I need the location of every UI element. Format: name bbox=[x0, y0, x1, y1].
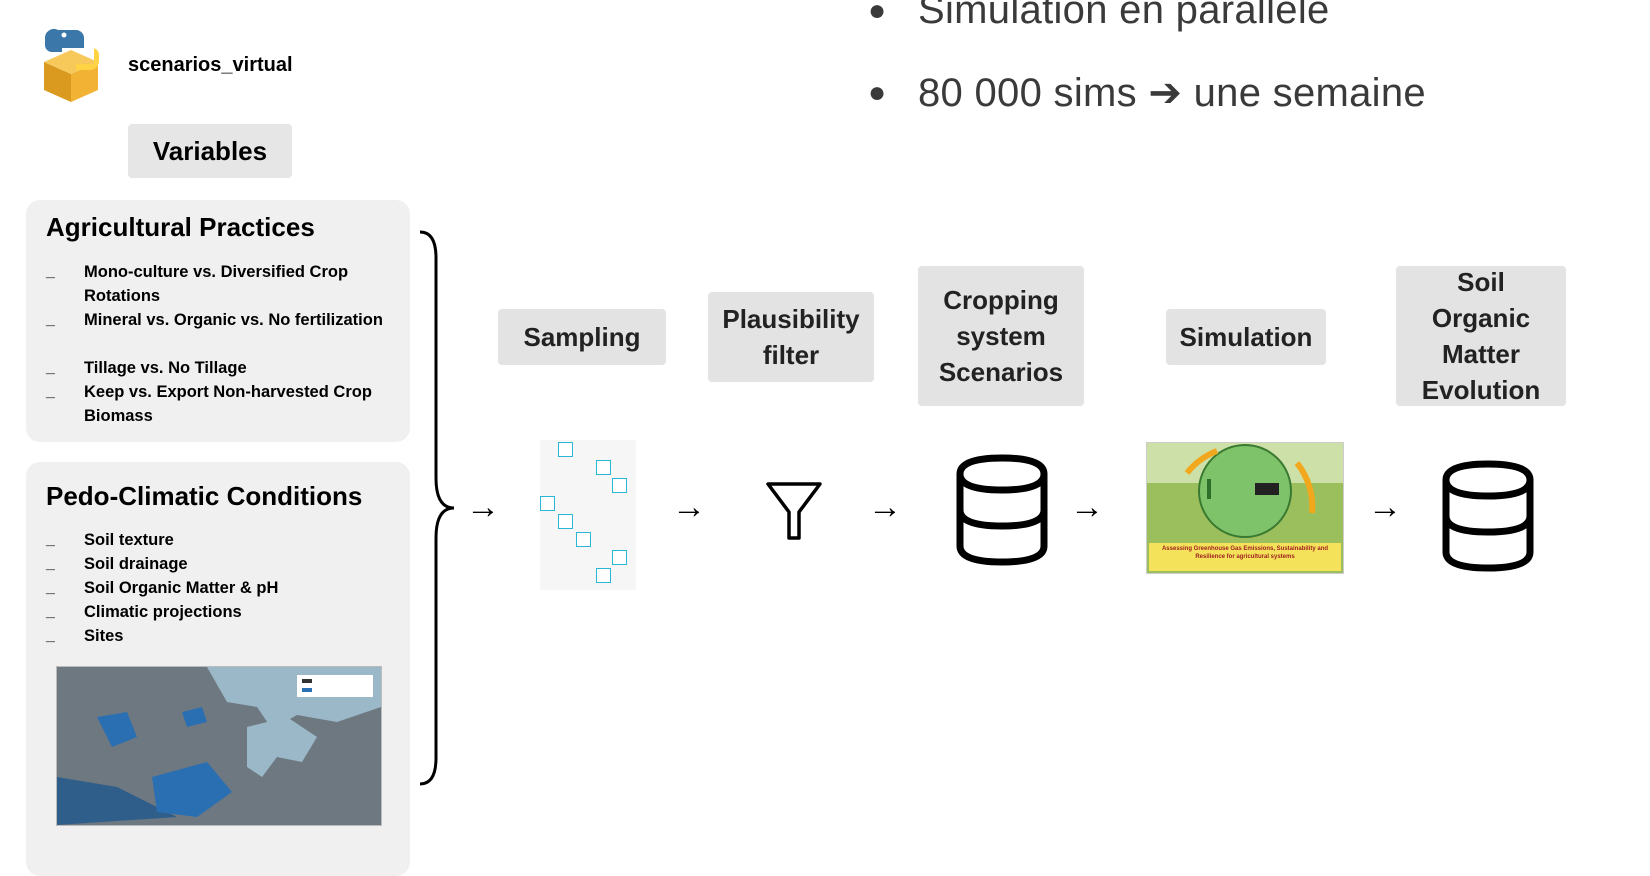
list-dash: _ bbox=[46, 263, 55, 280]
sim-image-caption: Assessing Greenhouse Gas Emissions, Sust… bbox=[1161, 546, 1329, 560]
pedo-climatic-item: Sites bbox=[84, 627, 124, 645]
list-dash: _ bbox=[46, 579, 55, 596]
flow-arrow: → bbox=[672, 488, 706, 526]
flow-arrow: → bbox=[466, 488, 500, 526]
stage-simulation: Simulation bbox=[1166, 309, 1326, 365]
sample-square bbox=[612, 550, 627, 565]
pedo-climatic-item: Climatic projections bbox=[84, 603, 242, 621]
bullet-sims-per-week: ● 80 000 sims ➔ une semaine bbox=[868, 70, 1426, 116]
bullet-parallel-simulation: ● Simulation en parallèle bbox=[868, 0, 1330, 33]
sample-square bbox=[612, 478, 627, 493]
python-package-icon bbox=[44, 29, 99, 102]
flow-arrow: → bbox=[868, 488, 902, 526]
sample-square bbox=[558, 442, 573, 457]
bullet-dot: ● bbox=[868, 0, 887, 27]
list-dash: _ bbox=[46, 603, 55, 620]
project-name: scenarios_virtual bbox=[128, 54, 293, 76]
bullet-dot: ● bbox=[868, 76, 887, 109]
stage-plausibility-filter: Plausibility filter bbox=[708, 292, 874, 382]
stage-cropping-scenarios: Cropping system Scenarios bbox=[918, 266, 1084, 406]
agricultural-practices-title: Agricultural Practices bbox=[46, 212, 315, 242]
pedo-climatic-item: Soil Organic Matter & pH bbox=[84, 579, 279, 597]
database-icon bbox=[956, 454, 1048, 566]
curly-brace-icon bbox=[419, 230, 455, 786]
pedo-climatic-item: Soil drainage bbox=[84, 555, 188, 573]
sample-square bbox=[596, 460, 611, 475]
list-dash: _ bbox=[46, 383, 55, 400]
pedo-climatic-item: Soil texture bbox=[84, 531, 174, 549]
simulation-model-image: Assessing Greenhouse Gas Emissions, Sust… bbox=[1146, 442, 1344, 574]
list-dash: _ bbox=[46, 555, 55, 572]
flow-arrow: → bbox=[1368, 488, 1402, 526]
stage-sampling: Sampling bbox=[498, 309, 666, 365]
bullet-text: 80 000 sims ➔ une semaine bbox=[918, 71, 1426, 115]
agricultural-practices-panel bbox=[26, 200, 410, 442]
list-dash: _ bbox=[46, 627, 55, 644]
list-dash: _ bbox=[46, 359, 55, 376]
sites-map-image bbox=[56, 666, 382, 826]
pedo-climatic-title: Pedo-Climatic Conditions bbox=[46, 481, 363, 511]
list-dash: _ bbox=[46, 311, 55, 328]
bullet-text: Simulation en parallèle bbox=[918, 0, 1330, 32]
scatter-sample-icon bbox=[540, 440, 636, 590]
ag-practice-item: Keep vs. Export Non-harvested Crop Bioma… bbox=[84, 383, 372, 425]
list-dash: _ bbox=[46, 531, 55, 548]
sample-square bbox=[558, 514, 573, 529]
sample-square bbox=[596, 568, 611, 583]
stage-som-evolution: Soil Organic Matter Evolution bbox=[1396, 266, 1566, 406]
sample-square bbox=[576, 532, 591, 547]
ag-practice-item: Mono-culture vs. Diversified Crop Rotati… bbox=[84, 263, 349, 305]
variables-label: Variables bbox=[128, 124, 292, 178]
ag-practice-item: Mineral vs. Organic vs. No fertilization bbox=[84, 311, 383, 329]
sample-square bbox=[540, 496, 555, 511]
database-icon bbox=[1442, 460, 1534, 572]
funnel-icon bbox=[766, 482, 822, 540]
ag-practice-item: Tillage vs. No Tillage bbox=[84, 359, 247, 377]
flow-arrow: → bbox=[1070, 488, 1104, 526]
